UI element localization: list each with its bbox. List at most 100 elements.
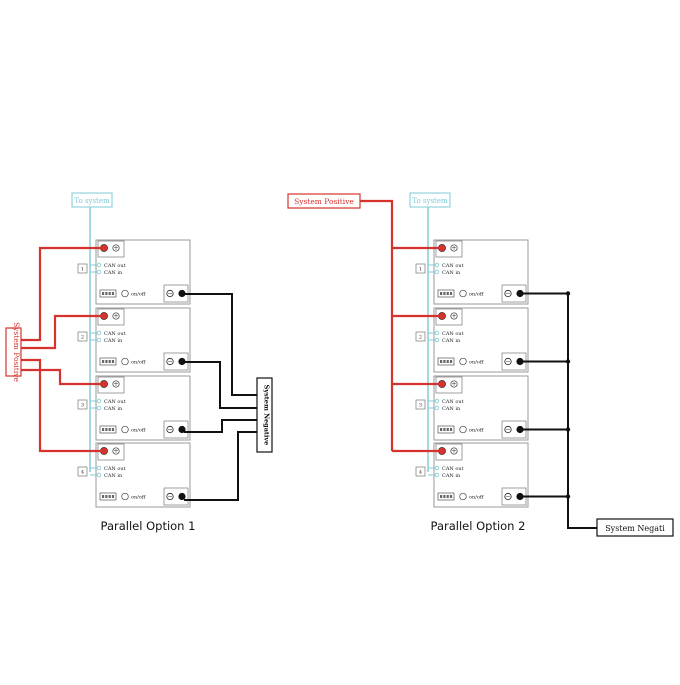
negative-wire-3 [184, 419, 257, 433]
negative-terminal-icon [516, 357, 524, 366]
plus-symbol: + [451, 448, 456, 455]
minus-symbol: − [167, 494, 172, 501]
display-segment [443, 495, 446, 498]
can-in-port-icon [96, 337, 102, 343]
can-in-label: CAN in [442, 406, 461, 412]
display-segment [446, 428, 449, 431]
can-out-port-icon [434, 330, 440, 336]
battery-number: 1 [81, 267, 84, 273]
display-segment [443, 428, 446, 431]
can-out-label: CAN out [442, 466, 464, 472]
junction-dot [565, 359, 571, 364]
junction-dot [565, 427, 571, 432]
battery-number: 3 [419, 403, 422, 409]
can-out-port-icon [96, 465, 102, 471]
can-in-port-icon [96, 472, 102, 478]
negative-terminal-icon [178, 289, 186, 298]
can-in-label: CAN in [104, 406, 123, 412]
can-out-label: CAN out [104, 399, 126, 405]
minus-symbol: − [167, 359, 172, 366]
on-off-label: on/off [469, 495, 484, 501]
option-1: To system System Positive System Negativ… [5, 192, 273, 533]
display-segment [108, 292, 111, 295]
system-positive-box-1 [5, 327, 22, 377]
battery-number: 1 [419, 267, 422, 273]
minus-terminal-icon [504, 492, 512, 501]
negative-wire-1 [184, 293, 257, 396]
negative-bus [567, 294, 597, 529]
power-button-icon [459, 357, 467, 366]
on-off-label: on/off [469, 428, 484, 434]
negative-terminal-block [163, 487, 189, 506]
plus-terminal-icon [450, 312, 458, 320]
plus-symbol: + [113, 245, 118, 252]
can-out-port-icon [96, 262, 102, 268]
minus-terminal-icon [166, 289, 174, 298]
display-segment [111, 428, 115, 431]
to-system-label-1: To system [74, 197, 110, 205]
display-segment [105, 360, 108, 363]
can-out-label: CAN out [442, 399, 464, 405]
plus-symbol: + [113, 313, 118, 320]
system-negative-box-1 [256, 377, 273, 453]
can-in-port-icon [96, 405, 102, 411]
plus-symbol: + [113, 381, 118, 388]
plus-terminal-icon [112, 447, 120, 455]
positive-wire-3 [21, 368, 104, 386]
system-negative-label-1: System Negative [263, 385, 271, 446]
can-in-port-icon [96, 269, 102, 275]
display-segment [111, 360, 115, 363]
battery-number-box [77, 399, 88, 410]
power-button-icon [459, 425, 467, 434]
can-out-port-icon [434, 465, 440, 471]
plus-symbol: + [113, 448, 118, 455]
display-icon [437, 492, 455, 501]
display-segment [440, 360, 443, 363]
display-segment [449, 360, 453, 363]
display-icon [437, 289, 455, 298]
battery-number: 2 [419, 335, 422, 341]
can-in-port-icon [434, 337, 440, 343]
plus-symbol: + [451, 245, 456, 252]
display-icon [99, 492, 117, 501]
can-out-label: CAN out [442, 263, 464, 269]
display-segment [446, 360, 449, 363]
display-segment [108, 428, 111, 431]
option-2: To system System Positive System Negati … [287, 192, 674, 537]
can-out-label: CAN out [104, 331, 126, 337]
display-segment [102, 292, 105, 295]
system-negative-label-2: System Negati [605, 524, 665, 533]
minus-terminal-icon [166, 425, 174, 434]
can-in-port-icon [434, 472, 440, 478]
to-system-box-2 [409, 192, 451, 208]
can-in-label: CAN in [104, 473, 123, 479]
battery-number-box [77, 331, 88, 342]
battery-number-box [77, 466, 88, 477]
minus-terminal-icon [166, 492, 174, 501]
negative-terminal-icon [516, 425, 524, 434]
minus-symbol: − [505, 359, 510, 366]
display-segment [102, 428, 105, 431]
can-out-label: CAN out [442, 331, 464, 337]
caption-option-2: Parallel Option 2 [431, 519, 526, 533]
positive-wire-1 [21, 246, 104, 342]
display-segment [105, 428, 108, 431]
plus-terminal-icon [112, 380, 120, 388]
can-out-port-icon [96, 398, 102, 404]
positive-bus [360, 199, 394, 451]
negative-wire-4 [184, 431, 257, 501]
junction-dot [565, 494, 571, 499]
display-segment [105, 495, 108, 498]
plus-terminal-icon [450, 380, 458, 388]
display-segment [102, 495, 105, 498]
system-positive-label-1: System Positive [12, 322, 21, 382]
minus-terminal-icon [504, 289, 512, 298]
junction-dot [565, 291, 571, 296]
negative-terminal-icon [516, 289, 524, 298]
negative-terminal-icon [178, 425, 186, 434]
